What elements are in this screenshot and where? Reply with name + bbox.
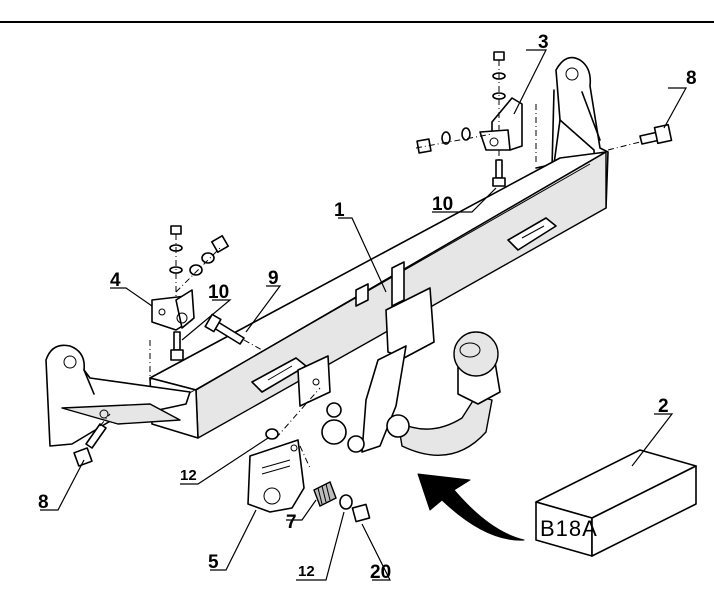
main-crossbar bbox=[149, 151, 607, 439]
bolt-left-8 bbox=[73, 413, 111, 467]
label-bolt-bracket-left: 10 bbox=[208, 282, 229, 303]
towball-neck bbox=[321, 287, 501, 456]
bolt-right-8 bbox=[607, 123, 673, 151]
spring-washer-7 bbox=[313, 481, 337, 507]
label-spring-washer: 7 bbox=[286, 512, 297, 533]
label-bolt-right: 8 bbox=[686, 68, 697, 89]
left-mounting-bracket bbox=[149, 225, 229, 380]
label-electrical-kit: 2 bbox=[658, 396, 669, 417]
right-mounting-bracket bbox=[415, 51, 537, 187]
electrical-kit-box: B18A bbox=[535, 449, 697, 557]
label-main-bar: 1 bbox=[334, 200, 345, 221]
kit-code: B18A bbox=[540, 516, 598, 541]
label-bolt-bracket-right: 10 bbox=[432, 194, 453, 215]
label-washer-upper: 12 bbox=[180, 467, 197, 484]
washer-upper-12 bbox=[265, 428, 279, 440]
label-bolt-center: 9 bbox=[268, 268, 279, 289]
label-bolt-left: 8 bbox=[38, 492, 49, 513]
bolt-center-9 bbox=[204, 313, 263, 351]
label-socket-plate: 5 bbox=[208, 552, 219, 573]
nut-20 bbox=[351, 503, 371, 523]
label-left-bracket: 4 bbox=[110, 270, 121, 291]
leader-lines bbox=[40, 49, 688, 581]
socket-plate bbox=[247, 387, 321, 513]
washer-lower-12 bbox=[339, 494, 353, 510]
insertion-arrow bbox=[417, 473, 525, 541]
left-side-plate bbox=[45, 344, 191, 447]
label-right-bracket: 3 bbox=[538, 32, 549, 53]
label-washer-lower: 12 bbox=[298, 563, 315, 580]
label-nut: 20 bbox=[370, 562, 391, 583]
